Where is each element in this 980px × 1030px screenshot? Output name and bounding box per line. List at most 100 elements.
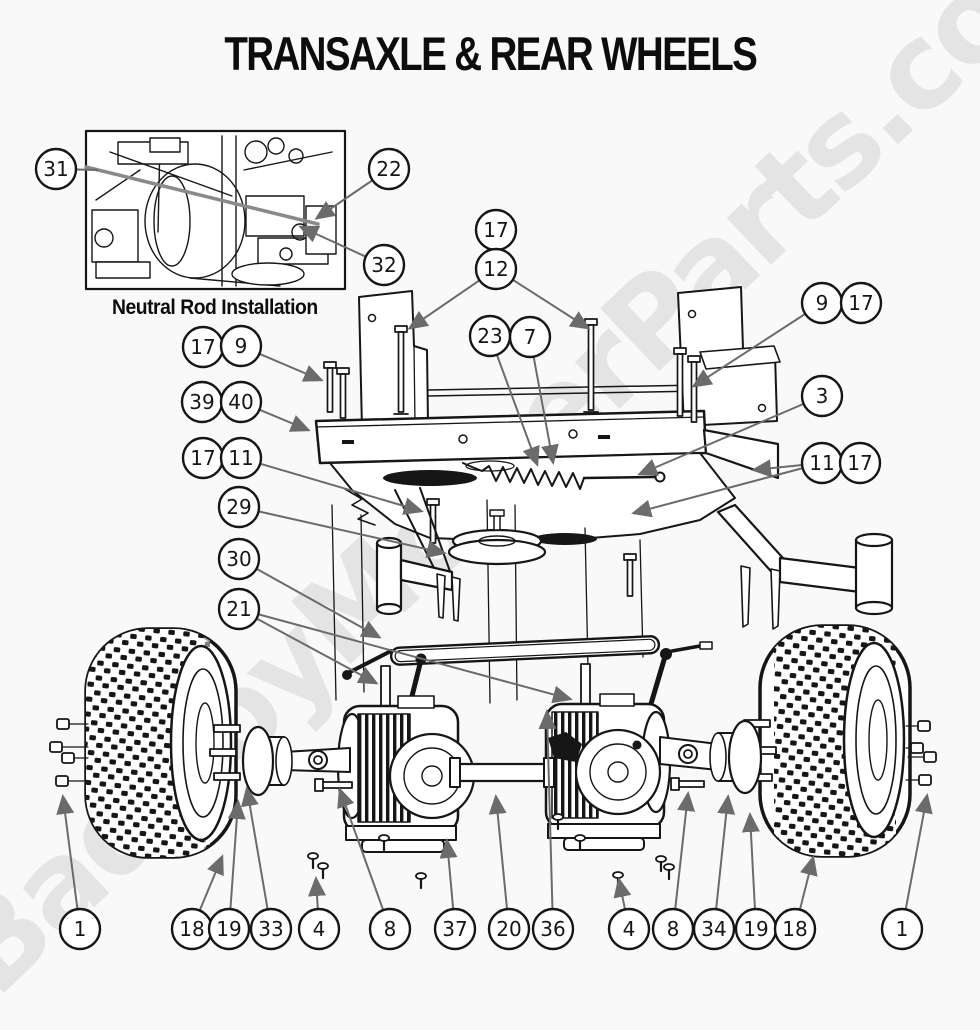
- lug-hardware: [49, 718, 937, 787]
- neutral-rod: [84, 165, 320, 226]
- svg-text:36: 36: [540, 917, 565, 941]
- svg-text:11: 11: [228, 446, 253, 470]
- svg-text:30: 30: [226, 547, 251, 571]
- callout-4[interactable]: 4: [607, 907, 651, 951]
- svg-text:33: 33: [258, 917, 283, 941]
- callout-8[interactable]: 8: [368, 907, 412, 951]
- callout-32[interactable]: 32: [362, 243, 406, 287]
- leader-line-19: [227, 799, 246, 910]
- frame-bolts: [323, 318, 701, 597]
- right-transaxle: [544, 641, 713, 851]
- callout-19[interactable]: 19: [734, 907, 778, 951]
- svg-text:31: 31: [43, 157, 68, 181]
- svg-text:18: 18: [179, 917, 204, 941]
- svg-text:19: 19: [743, 917, 768, 941]
- callout-18[interactable]: 18: [773, 907, 817, 951]
- svg-text:21: 21: [226, 597, 251, 621]
- callout-40[interactable]: 40: [219, 380, 263, 424]
- svg-text:17: 17: [848, 291, 873, 315]
- callout-7[interactable]: 7: [508, 315, 552, 359]
- leader-line-7: [532, 356, 559, 465]
- leader-line-11: [259, 462, 424, 515]
- leader-line-18: [798, 855, 818, 910]
- callout-34[interactable]: 34: [692, 907, 736, 951]
- svg-text:17: 17: [483, 218, 508, 242]
- leader-line-3: [637, 402, 805, 476]
- callout-1[interactable]: 1: [58, 907, 102, 951]
- callout-9[interactable]: 9: [800, 281, 844, 325]
- small-screws: [307, 778, 675, 890]
- callout-31[interactable]: 31: [34, 147, 78, 191]
- callout-4[interactable]: 4: [297, 907, 341, 951]
- leader-line-36: [538, 709, 557, 910]
- svg-text:17: 17: [190, 335, 215, 359]
- callout-20[interactable]: 20: [487, 907, 531, 951]
- callout-22[interactable]: 22: [367, 147, 411, 191]
- leader-line-31: [75, 168, 99, 171]
- callout-3[interactable]: 3: [800, 374, 844, 418]
- parts-diagram: 3122321712237917311171793940171129302111…: [34, 129, 937, 951]
- leader-line-12: [407, 279, 481, 330]
- callout-8[interactable]: 8: [651, 907, 695, 951]
- svg-text:22: 22: [376, 157, 401, 181]
- left-wheel: [84, 627, 238, 859]
- callout-23[interactable]: 23: [468, 314, 512, 358]
- svg-text:8: 8: [384, 917, 397, 941]
- leader-line-22: [314, 179, 374, 220]
- callout-17[interactable]: 17: [839, 281, 883, 325]
- inset-figure: [84, 129, 347, 291]
- leader-line-37: [439, 838, 458, 910]
- clutch-spring: [462, 462, 666, 490]
- belt-guide-ball: [342, 670, 352, 680]
- callout-30[interactable]: 30: [217, 537, 261, 581]
- callout-17[interactable]: 17: [474, 208, 518, 252]
- callout-11[interactable]: 11: [800, 441, 844, 485]
- leader-line-8: [337, 787, 385, 911]
- leader-line-20: [488, 794, 509, 910]
- svg-text:23: 23: [477, 324, 502, 348]
- left-hub: [209, 724, 351, 797]
- leader-line-11: [631, 467, 803, 518]
- callout-17[interactable]: 17: [838, 441, 882, 485]
- callout-29[interactable]: 29: [217, 485, 261, 529]
- leader-line-23: [495, 354, 540, 467]
- svg-text:12: 12: [483, 257, 508, 281]
- drive-belt: [389, 635, 661, 666]
- leader-line-21: [256, 617, 379, 685]
- callout-33[interactable]: 33: [249, 907, 293, 951]
- svg-text:37: 37: [442, 917, 467, 941]
- leader-line-1: [56, 794, 79, 910]
- svg-text:3: 3: [816, 384, 829, 408]
- callout-17[interactable]: 17: [181, 325, 225, 369]
- svg-text:1: 1: [74, 917, 87, 941]
- svg-text:40: 40: [228, 390, 253, 414]
- callout-11[interactable]: 11: [219, 436, 263, 480]
- svg-text:8: 8: [667, 917, 680, 941]
- leader-line-32: [298, 225, 367, 258]
- svg-text:34: 34: [701, 917, 726, 941]
- callout-37[interactable]: 37: [433, 907, 477, 951]
- callout-21[interactable]: 21: [217, 587, 261, 631]
- svg-text:17: 17: [190, 446, 215, 470]
- svg-text:19: 19: [216, 917, 241, 941]
- leader-line-9: [259, 352, 324, 382]
- callout-12[interactable]: 12: [474, 247, 518, 291]
- right-hub: [659, 719, 777, 795]
- leader-line-12: [512, 278, 591, 330]
- right-frame-arm: [716, 503, 894, 630]
- callout-17[interactable]: 17: [181, 436, 225, 480]
- leader-line-4: [613, 877, 632, 910]
- svg-text:7: 7: [524, 325, 537, 349]
- leader-line-11: [751, 459, 803, 478]
- callout-39[interactable]: 39: [180, 380, 224, 424]
- callout-18[interactable]: 18: [170, 907, 214, 951]
- callout-19[interactable]: 19: [207, 907, 251, 951]
- leader-line-19: [741, 812, 760, 910]
- page-title: TRANSAXLE & REAR WHEELS: [224, 27, 757, 80]
- callout-1[interactable]: 1: [880, 907, 924, 951]
- inset-caption: Neutral Rod Installation: [112, 296, 318, 319]
- leader-line-34: [715, 794, 736, 910]
- callout-9[interactable]: 9: [219, 324, 263, 368]
- callout-36[interactable]: 36: [531, 907, 575, 951]
